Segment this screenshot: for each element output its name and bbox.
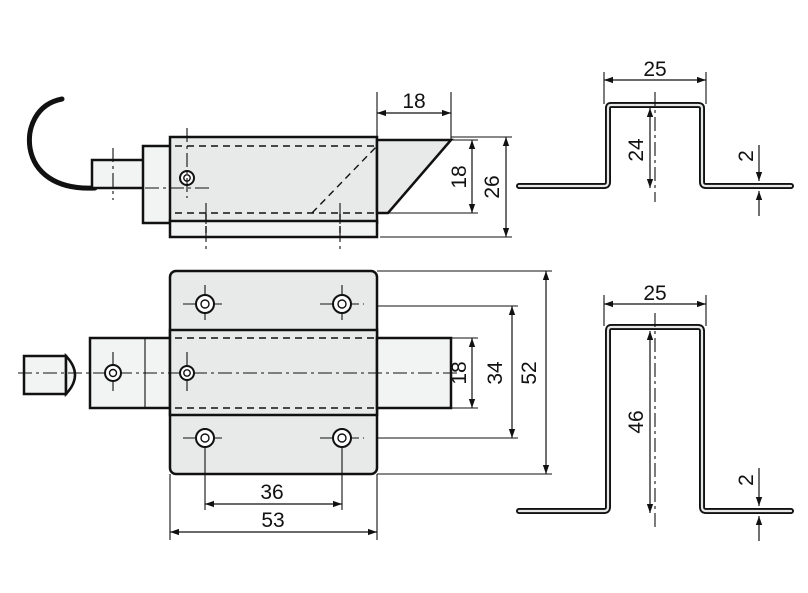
dim-profile-height-tall: 46 <box>625 410 648 433</box>
profile-short: 25 24 2 <box>516 58 794 216</box>
side-view-dimensions: 18 18 26 <box>376 90 512 238</box>
housing-body <box>168 135 379 225</box>
dim-profile-width-short: 25 <box>643 58 666 81</box>
dim-thickness-short: 2 <box>735 150 758 162</box>
side-view <box>26 96 454 250</box>
dim-bevel-length: 18 <box>402 90 425 113</box>
bolt-rod-cap <box>64 352 77 398</box>
dim-plate-height: 52 <box>518 361 541 384</box>
base-plate-edge <box>168 219 379 239</box>
front-view <box>18 269 460 476</box>
dim-inner-height: 18 <box>448 165 471 188</box>
bolt-rod-end <box>22 354 68 396</box>
hook-wire <box>26 96 98 191</box>
dim-profile-width-tall: 25 <box>643 282 666 305</box>
dim-plate-width: 53 <box>261 509 284 532</box>
front-view-dimensions: 18 34 52 36 53 <box>169 270 552 540</box>
dim-hole-spacing: 36 <box>260 481 283 504</box>
bolt-collar <box>141 144 175 225</box>
dim-bolt-height: 18 <box>448 361 471 384</box>
latch-bevel-tip <box>375 138 454 215</box>
dim-overall-height: 26 <box>481 175 504 198</box>
bolt-stem <box>90 158 149 190</box>
dim-thickness-tall: 2 <box>735 474 758 486</box>
profile-tall: 25 46 2 <box>516 282 794 541</box>
dim-slot-height: 34 <box>484 361 507 385</box>
dim-profile-height-short: 24 <box>625 138 648 162</box>
